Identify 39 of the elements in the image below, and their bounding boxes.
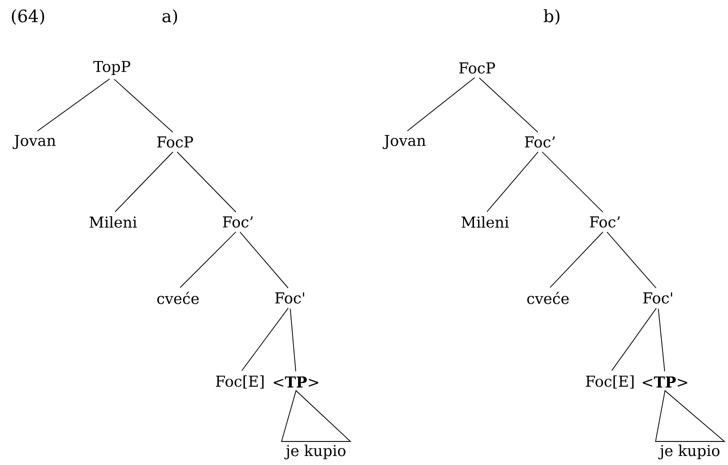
- tree-label: Mileni: [90, 216, 137, 228]
- branch-line: [611, 308, 657, 372]
- branch-line: [180, 231, 236, 288]
- tree-label: TopP: [93, 60, 130, 76]
- tree-label: Foc[E]: [216, 375, 264, 389]
- branch-line: [658, 308, 666, 372]
- branch-line: [240, 232, 288, 288]
- tree-label: cveće: [527, 292, 569, 304]
- tree-label: FocP: [459, 62, 496, 74]
- branch-line: [486, 152, 538, 212]
- tree-label: Foc’: [524, 136, 555, 148]
- tree-label: Foc': [643, 292, 672, 304]
- branch-line: [542, 151, 604, 212]
- tree-label: Mileni: [462, 216, 509, 228]
- tree-label: Foc[E]: [586, 375, 634, 389]
- branch-line: [114, 152, 174, 212]
- branch-line: [176, 152, 236, 212]
- example-label: b): [544, 9, 560, 25]
- tree-label: je kupio: [284, 444, 346, 460]
- branch-line: [406, 77, 476, 132]
- tree-label: Foc’: [590, 216, 620, 228]
- branch-line: [606, 232, 656, 288]
- branch-line: [290, 308, 296, 372]
- tree-label: Foc’: [222, 216, 253, 228]
- branch-line: [550, 232, 604, 288]
- example-label: (64): [12, 9, 44, 25]
- tree-label: Foc': [275, 292, 304, 304]
- tree-label: Jovan: [382, 134, 426, 150]
- tree-label: <TP>: [642, 376, 688, 388]
- tree-label: <TP>: [274, 376, 318, 388]
- tree-label: FocP: [157, 136, 194, 148]
- tree-label: je kupio: [658, 444, 720, 460]
- example-label: a): [162, 9, 178, 25]
- tree-label: cveće: [157, 292, 199, 304]
- tree-label: Jovan: [12, 134, 56, 150]
- branch-line: [241, 308, 289, 372]
- branch-line: [37, 78, 110, 132]
- branch-line: [478, 77, 538, 133]
- branch-line: [114, 78, 174, 133]
